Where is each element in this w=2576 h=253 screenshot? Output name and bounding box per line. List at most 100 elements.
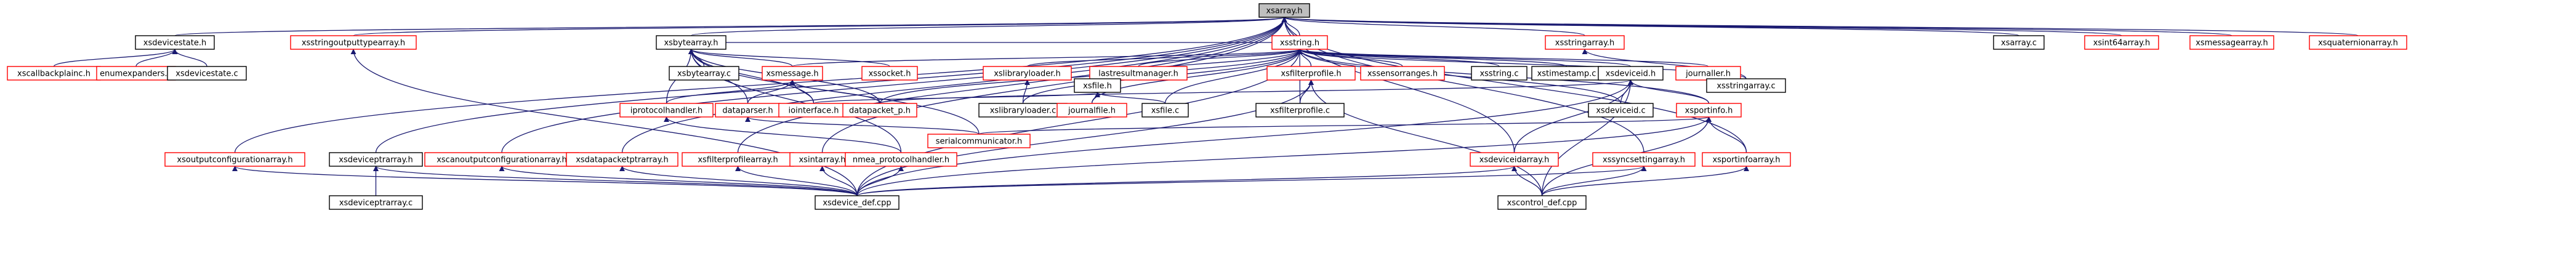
node-box [1470,152,1559,167]
node-label: xsdeviceptrarray.c [339,199,413,208]
node-xscontrol-def-cpp[interactable]: xscontrol_def.cpp [1497,195,1587,210]
node-iprotocolhandler-h[interactable]: iprotocolhandler.h [619,103,714,118]
node-xsdevice-def-cpp[interactable]: xsdevice_def.cpp [815,195,900,210]
node-xsdevicestate-c[interactable]: xsdevicestate.c [167,66,247,81]
node-xsmessage-h[interactable]: xsmessage.h [762,66,823,81]
node-xsarray-c[interactable]: xsarray.c [1993,35,2045,50]
node-xscanoutputconfigurationarray-h[interactable]: xscanoutputconfigurationarray.h [424,152,579,167]
node-xsint64array-h[interactable]: xsint64array.h [2084,35,2159,50]
node-xslibraryloader-c[interactable]: xslibraryloader.c [978,103,1068,118]
edge-serialcommunicator_h-to-dataparser_h [745,116,980,135]
node-box [1258,3,1310,18]
node-box [656,35,727,50]
edge-xsmessage_h-to-xsbytearray_h [688,49,793,67]
node-dataparser-h[interactable]: dataparser.h [715,103,781,118]
node-label: iprotocolhandler.h [630,106,702,116]
node-journalfile-h[interactable]: journalfile.h [1057,103,1127,118]
edge-xsdevice_def_cpp-to-xsdeviceid_h [856,79,1633,196]
node-box [762,66,823,81]
node-label: xsfilterprofile.c [1270,106,1330,116]
node-xsstring-h[interactable]: xsstring.h [1271,35,1328,50]
node-xsdeviceidarray-h[interactable]: xsdeviceidarray.h [1470,152,1559,167]
node-xsfilterprofile-c[interactable]: xsfilterprofile.c [1255,103,1345,118]
node-box [1592,152,1696,167]
node-enumexpanders-h[interactable]: enumexpanders.h [96,66,176,81]
edge-xsintarray_h-to-xsarray_h [821,17,1287,153]
edge-xsdatapacketptrarray_h-to-xsarray_h [621,17,1287,153]
edge-xsdevice_def_cpp-to-xsintarray_h [819,166,858,196]
node-box [1266,66,1356,81]
edge-xsdevicestate_c-to-xsdevicestate_h [172,49,207,67]
edge-xsbytearray_h-to-xsarray_h [690,17,1287,36]
node-xsdeviceid-c[interactable]: xsdeviceid.c [1588,103,1654,118]
node-box [619,103,714,118]
edge-serialcommunicator_h-to-xsportinfo_h [978,116,1712,135]
node-label: lastresultmanager.h [1098,70,1178,79]
node-xsquaternionarray-h[interactable]: xsquaternionarray.h [2309,35,2407,50]
node-lastresultmanager-h[interactable]: lastresultmanager.h [1089,66,1188,81]
node-xssocket-h[interactable]: xssocket.h [861,66,918,81]
node-box [1057,103,1127,118]
node-label: xsstring.h [1280,39,1319,48]
node-xsdeviceptrarray-c[interactable]: xsdeviceptrarray.c [329,195,423,210]
node-xsdeviceid-h[interactable]: xsdeviceid.h [1598,66,1664,81]
node-xsfile-h[interactable]: xsfile.h [1074,78,1121,93]
node-label: xsdevice_def.cpp [823,199,891,208]
edge-xsdevice_def_cpp-to-xsstringoutputtypearray_h [350,49,858,196]
node-xsdevicestate-h[interactable]: xsdevicestate.h [135,35,215,50]
node-box [1545,35,1625,50]
node-nmea-protocolhandler-h[interactable]: nmea_protocolhandler.h [845,152,957,167]
node-label: xsdevicestate.h [143,39,206,48]
node-xsfilterprofilearray-h[interactable]: xsfilterprofilearray.h [682,152,794,167]
node-xsstringoutputtypearray-h[interactable]: xsstringoutputtypearray.h [290,35,417,50]
edge-xsdevice_def_cpp-to-xsdeviceidarray_h [856,166,1517,196]
node-xsbytearray-h[interactable]: xsbytearray.h [656,35,727,50]
node-xsfilterprofile-h[interactable]: xsfilterprofile.h [1266,66,1356,81]
node-box [669,66,739,81]
node-xsstringarray-c[interactable]: xsstringarray.c [1706,78,1786,93]
node-label: xsbytearray.h [664,39,718,48]
edge-xscontrol_def_cpp-to-xsdeviceid_h [1541,79,1634,196]
node-xsmessagearray-h[interactable]: xsmessagearray.h [2189,35,2274,50]
node-label: journalfile.h [1068,106,1116,116]
node-journaller-h[interactable]: journaller.h [1675,66,1741,81]
node-box [329,152,423,167]
node-xscallbackplainc-h[interactable]: xscallbackplainc.h [7,66,101,81]
node-label: xsarray.h [1266,7,1302,16]
node-xsbytearray-c[interactable]: xsbytearray.c [669,66,739,81]
node-xsdeviceptrarray-h[interactable]: xsdeviceptrarray.h [329,152,423,167]
node-label: xsfile.c [1151,106,1180,116]
node-label: datapacket_p.h [849,106,911,116]
node-xsportinfo-h[interactable]: xsportinfo.h [1676,103,1742,118]
node-xssensorranges-h[interactable]: xssensorranges.h [1360,66,1445,81]
edge-datapacket_p_h-to-xsdeviceid_h [879,79,1633,104]
node-box [329,195,423,210]
node-xsoutputconfigurationarray-h[interactable]: xsoutputconfigurationarray.h [164,152,305,167]
node-xsarray-h[interactable]: xsarray.h [1258,3,1310,18]
node-box [1089,66,1188,81]
node-xsfile-c[interactable]: xsfile.c [1141,103,1189,118]
node-datapacket-p-h[interactable]: datapacket_p.h [842,103,917,118]
edge-xssensorranges_h-to-xsstring_h [1297,49,1403,67]
node-label: xscanoutputconfigurationarray.h [437,156,567,165]
edge-xsdeviceidarray_h-to-xsdeviceid_h [1513,79,1634,153]
node-box [1598,66,1664,81]
node-xsintarray-h[interactable]: xsintarray.h [789,152,855,167]
edge-xsstringarray_h-to-xsarray_h [1281,17,1585,36]
node-xsstringarray-h[interactable]: xsstringarray.h [1545,35,1625,50]
node-xsstring-c[interactable]: xsstring.c [1471,66,1527,81]
edge-xsportinfoarray_h-to-xsarray_h [1281,17,1747,153]
node-xslibraryloader-h[interactable]: xslibraryloader.h [983,66,1072,81]
node-xstimestamp-c[interactable]: xstimestamp.c [1531,66,1602,81]
node-xsdatapacketptrarray-h[interactable]: xsdatapacketptrarray.h [566,152,678,167]
node-label: xsdeviceidarray.h [1479,156,1550,165]
node-xsportinfoarray-h[interactable]: xsportinfoarray.h [1702,152,1791,167]
node-box [1706,78,1786,93]
node-iointerface-h[interactable]: iointerface.h [778,103,849,118]
node-box [1255,103,1345,118]
node-box [2189,35,2274,50]
node-serialcommunicator-h[interactable]: serialcommunicator.h [927,134,1031,148]
node-xssyncsettingarray-h[interactable]: xssyncsettingarray.h [1592,152,1696,167]
node-label: xsfilterprofilearray.h [698,156,778,165]
node-box [1676,103,1742,118]
